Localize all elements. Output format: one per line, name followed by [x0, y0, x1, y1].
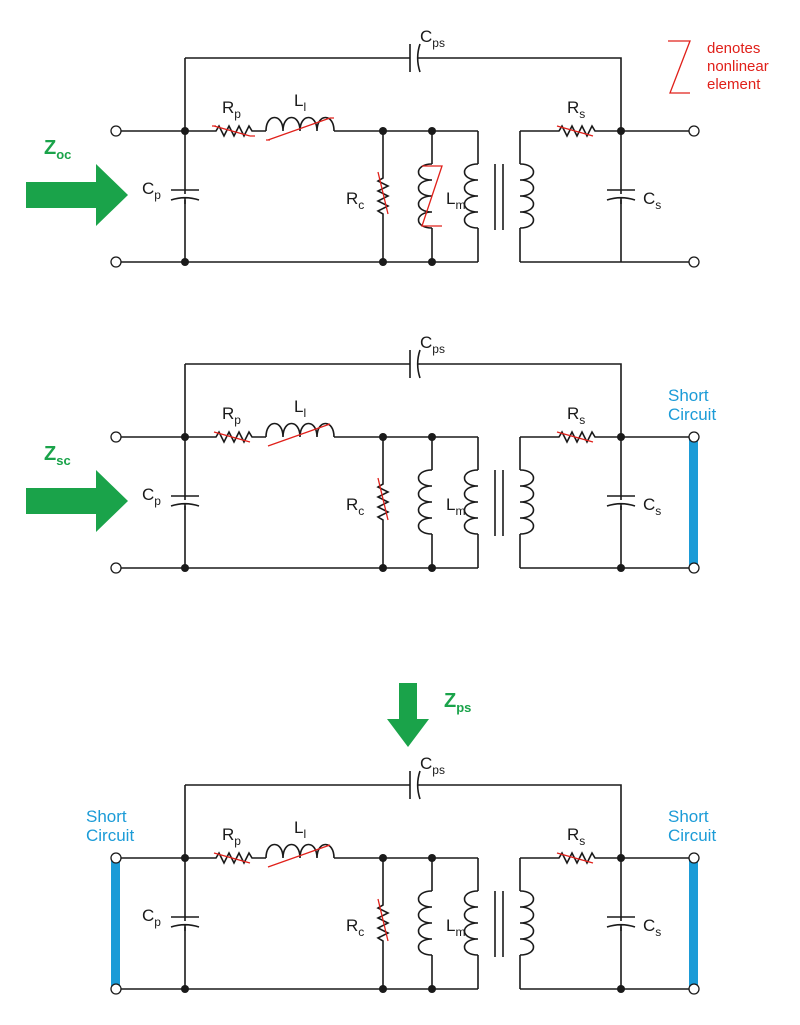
primary-winding — [463, 890, 479, 956]
cp-capacitor — [170, 495, 200, 511]
svg-text:Cs: Cs — [643, 916, 661, 939]
svg-text:Rc: Rc — [346, 916, 364, 939]
right-short-label-line-2: Circuit — [668, 826, 716, 845]
cp-capacitor — [170, 189, 200, 205]
impedance-arrow-icon — [26, 164, 128, 226]
cs-capacitor — [606, 495, 636, 511]
svg-text:Rp: Rp — [222, 825, 241, 848]
output-terminal-top — [688, 125, 700, 137]
cs-capacitor — [606, 916, 636, 932]
circuit-primary-secondary: Zps Short Circuit Short Circuit Cps Rp L… — [86, 683, 716, 995]
cps-capacitor — [407, 770, 421, 800]
cp-label: Cp — [142, 179, 161, 202]
rp-label: Rp — [222, 98, 241, 121]
primary-winding — [463, 163, 479, 229]
rs-label: Rs — [567, 98, 585, 121]
lm-inductor — [417, 469, 433, 535]
zps-arrow-icon — [387, 683, 429, 747]
cps-capacitor — [407, 349, 421, 379]
svg-text:Rs: Rs — [567, 404, 585, 427]
legend-line-1: denotes — [707, 40, 760, 57]
svg-text:Cps: Cps — [420, 754, 445, 777]
right-short-circuit-bar — [689, 858, 698, 989]
input-terminal-bottom — [110, 256, 122, 268]
lm-inductor — [417, 890, 433, 956]
nonlinear-symbol-icon — [668, 40, 691, 94]
legend-line-3: element — [707, 76, 761, 93]
svg-text:Ll: Ll — [294, 397, 306, 420]
cps-capacitor — [407, 43, 421, 73]
zps-label: Zps — [444, 690, 471, 715]
lm-inductor — [417, 163, 433, 229]
cps-label: Cps — [420, 27, 445, 50]
circuit-open-circuit: Zoc Cps Rp Ll Rs Cp Rc Lm Cs — [26, 27, 700, 268]
svg-text:Cps: Cps — [420, 333, 445, 356]
svg-text:Cs: Cs — [643, 495, 661, 518]
zoc-label: Zoc — [44, 137, 71, 162]
zsc-label: Zsc — [44, 443, 71, 468]
impedance-arrow-icon — [26, 470, 128, 532]
circuit-short-circuit: Zsc Short Circuit Cps Rp Ll Rs Cp Rc Lm … — [26, 333, 716, 574]
left-short-label-line-1: Short — [86, 807, 127, 826]
svg-text:Rc: Rc — [346, 495, 364, 518]
svg-text:Rp: Rp — [222, 404, 241, 427]
cp-capacitor — [170, 916, 200, 932]
output-terminal-bottom — [688, 256, 700, 268]
svg-text:Cp: Cp — [142, 485, 161, 508]
input-terminal-top — [110, 125, 122, 137]
svg-text:Cp: Cp — [142, 906, 161, 929]
svg-text:Lm: Lm — [446, 916, 465, 939]
short-circuit-bar — [689, 437, 698, 568]
cs-capacitor — [606, 189, 636, 205]
legend-line-2: nonlinear — [707, 58, 769, 75]
nonlinear-legend: denotes nonlinear element — [668, 40, 769, 94]
secondary-winding — [519, 890, 535, 956]
cs-label: Cs — [643, 189, 661, 212]
left-short-circuit-bar — [111, 858, 120, 989]
rc-label: Rc — [346, 189, 364, 212]
svg-text:Lm: Lm — [446, 495, 465, 518]
secondary-winding — [519, 163, 535, 229]
primary-winding — [463, 469, 479, 535]
ll-label: Ll — [294, 91, 306, 114]
svg-text:Rs: Rs — [567, 825, 585, 848]
short-label-line-1: Short — [668, 386, 709, 405]
short-label-line-2: Circuit — [668, 405, 716, 424]
secondary-winding — [519, 469, 535, 535]
lm-label: Lm — [446, 189, 465, 212]
svg-text:Ll: Ll — [294, 818, 306, 841]
left-short-label-line-2: Circuit — [86, 826, 134, 845]
right-short-label-line-1: Short — [668, 807, 709, 826]
